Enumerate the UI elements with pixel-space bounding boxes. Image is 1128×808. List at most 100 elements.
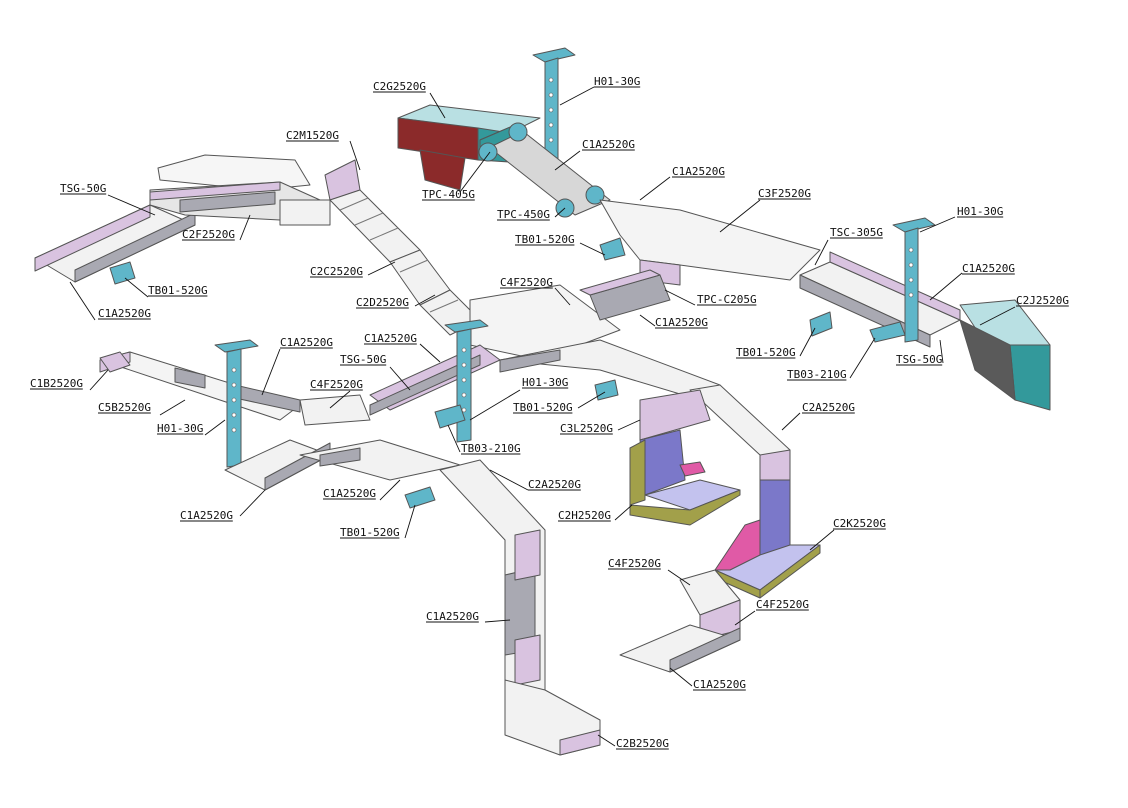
part-label-c3f2520g: C3F2520G (758, 187, 811, 200)
part-label-c4f2520g: C4F2520G (500, 276, 553, 289)
tray-mid-center-side (369, 354, 481, 416)
part-label-h01-30g: H01-30G (957, 205, 1003, 218)
part-label-tpc-450g: TPC-450G (497, 208, 550, 221)
c2h-side-olive (629, 439, 646, 506)
hole (908, 277, 914, 283)
leader (809, 529, 835, 551)
bracket-tb01-upper (599, 237, 626, 261)
tray-c2k-box (714, 479, 821, 599)
part-label-c1a2520g: C1A2520G (98, 307, 151, 320)
leader (489, 469, 529, 491)
leader (667, 569, 691, 586)
leader (919, 216, 956, 233)
hole (461, 347, 467, 353)
part-label-c4f2520g: C4F2520G (756, 598, 809, 611)
part-label-tb01-520g: TB01-520G (515, 233, 575, 246)
hole (908, 292, 914, 298)
part-label-c1a2520g: C1A2520G (655, 316, 708, 329)
leader (447, 424, 461, 453)
leader (614, 504, 633, 521)
rung (429, 299, 459, 313)
leader (939, 339, 944, 364)
bracket-tb03-center (434, 404, 466, 429)
leader (617, 419, 641, 431)
leader (579, 242, 606, 256)
part-label-c1a2520g: C1A2520G (693, 678, 746, 691)
hole (548, 137, 554, 143)
leader (577, 391, 606, 409)
part-label-c5b2520g: C5B2520G (98, 401, 151, 414)
part-label-tb03-210g: TB03-210G (787, 368, 847, 381)
part-label-c2b2520g: C2B2520G (616, 737, 669, 750)
leader (389, 366, 411, 391)
leader (979, 306, 1016, 326)
leader (69, 281, 96, 321)
part-label-c2g2520g: C2G2520G (373, 80, 426, 93)
part-label-c1a2520g: C1A2520G (962, 262, 1015, 275)
c2h-bottom-olive (629, 489, 741, 526)
bracket-tb03-right (869, 321, 906, 343)
tray-lower-center-side (319, 447, 361, 467)
cover-plate-top-left (157, 154, 311, 191)
hole (548, 77, 554, 83)
hole (461, 392, 467, 398)
leader (554, 287, 571, 306)
part-label-h01-30g: H01-30G (594, 75, 640, 88)
part-label-c1a2520g: C1A2520G (672, 165, 725, 178)
tray-c3l (639, 389, 711, 441)
part-label-tb01-520g: TB01-520G (148, 284, 208, 297)
tray-tpc-c205-top (579, 269, 661, 296)
post-right (892, 217, 936, 343)
part-labels: C2G2520G H01-30G C2M1520G C1A2520G TSG-50G TP… (30, 75, 1069, 750)
tray-left-upper-side-back (34, 204, 151, 272)
leader (814, 239, 829, 266)
leader (414, 294, 436, 307)
hole (548, 107, 554, 113)
leader (367, 261, 396, 276)
leader (159, 399, 186, 416)
post-left-cap (214, 339, 259, 353)
part-label-c2a2520g: C2A2520G (528, 478, 581, 491)
part-label-c2m1520g: C2M1520G (286, 129, 339, 142)
leader (597, 734, 616, 747)
leader (89, 369, 109, 391)
part-label-c1a2520g: C1A2520G (364, 332, 417, 345)
part-label-c2k2520g: C2K2520G (833, 517, 886, 530)
hole (231, 367, 237, 373)
leader (559, 86, 595, 106)
tray-c2b-end-side (559, 729, 601, 756)
hole (908, 247, 914, 253)
tray-c2f-side2 (149, 181, 281, 201)
part-label-c1b2520g: C1B2520G (30, 377, 83, 390)
rung (354, 212, 384, 226)
hole (461, 377, 467, 383)
c2j-side (959, 319, 1016, 401)
part-label-c4f2520g: C4F2520G (310, 378, 363, 391)
hole (231, 412, 237, 418)
hole (231, 382, 237, 388)
part-label-c1a2520g: C1A2520G (323, 487, 376, 500)
part-label-tsg-50g: TSG-50G (340, 353, 386, 366)
bracket-tb01-left (109, 261, 136, 285)
part-label-tpc-c205g: TPC-C205G (697, 293, 757, 306)
leader (929, 272, 963, 301)
part-label-tb01-520g: TB01-520G (513, 401, 573, 414)
tray-c1b-end (99, 351, 131, 373)
bracket-tb01-right (809, 311, 833, 337)
tray-left-connector (279, 199, 331, 226)
post-center-body (456, 328, 472, 443)
tray-c2f-side (179, 191, 276, 213)
c2h-back (639, 429, 686, 496)
c2k-pink (714, 519, 761, 571)
tray-c3f-tee (599, 199, 821, 281)
leader (329, 390, 351, 409)
leader (239, 214, 251, 241)
leader (419, 343, 441, 363)
part-label-c2a2520g: C2A2520G (802, 401, 855, 414)
post-right-body (904, 227, 919, 343)
rung (339, 197, 369, 211)
leader-lines (69, 86, 1016, 747)
tray-parts (34, 47, 1051, 756)
